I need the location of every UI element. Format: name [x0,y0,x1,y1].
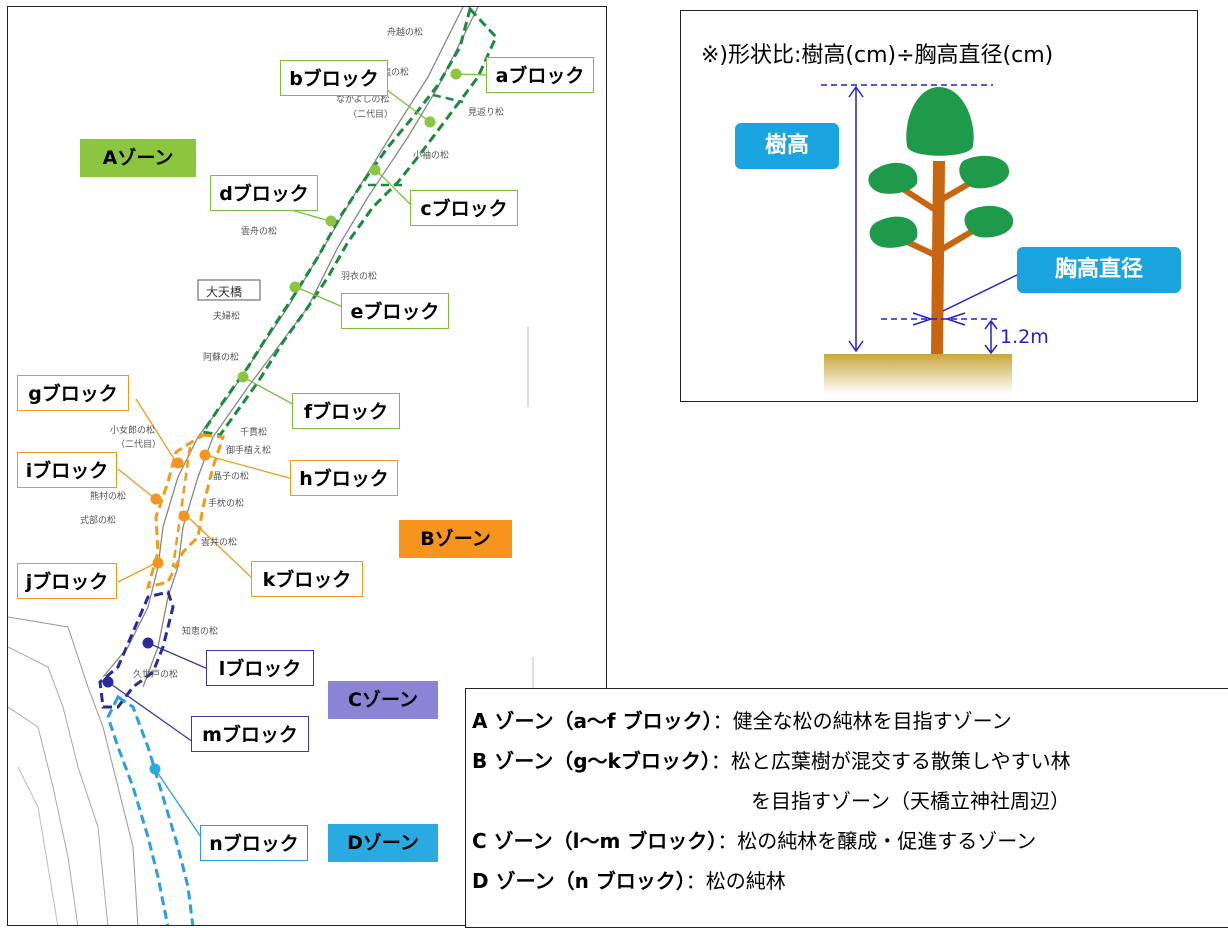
place-shikibu: 式部の松 [80,516,117,526]
legend-b-head: B ゾーン（g～kブロック） [472,749,711,773]
block-tag-f: fブロック [292,393,400,429]
tree-height-label: 樹高 [735,123,839,169]
legend-c-text: ：松の純林を醸成・促進するゾーン [717,829,1037,853]
place-oteue: 御手植え松 [226,446,272,456]
breast-height-value: 1.2m [1000,326,1049,348]
legend-b-text: ：松と広葉樹が混交する散策しやすい林 [710,749,1071,773]
place-kuse: 久世戸の松 [133,670,179,680]
place-kosode: 小袖の松 [413,151,450,161]
foliage-2 [959,155,1010,189]
place-nakayoshi: なかよしの松 [336,95,390,105]
zone-legend: A ゾーン（a～f ブロック）：健全な松の純林を目指すゾーン B ゾーン（g～k… [465,688,1228,928]
place-kojoro2: （二代目） [116,440,162,450]
legend-c-head: C ゾーン（l～m ブロック） [472,829,718,853]
block-tag-l: lブロック [206,650,314,686]
block-tag-j: jブロック [17,563,117,599]
place-kumoi: 雲井の松 [201,538,238,548]
map-panel: 舟越の松 双龍の松 なかよしの松 （二代目） 見返り松 小袖の松 雲舟の松 羽衣… [7,6,607,926]
zone-c-outline [98,590,175,709]
ground [824,354,1012,394]
block-tag-g: gブロック [17,375,129,411]
place-kumura: 熊村の松 [90,492,127,502]
block-tag-k: kブロック [251,561,363,597]
height-arrow-top [848,85,864,98]
tree-illustration [821,84,1022,394]
legend-line-c: C ゾーン（l～m ブロック）：松の純林を醸成・促進するゾーン [472,825,1036,854]
place-tamakura: 手枕の松 [208,499,245,509]
zone-b-divider [171,446,192,568]
coastline-west [102,7,464,678]
leader-lines [107,73,487,844]
place-chitose: 千貫松 [240,428,268,438]
foliage-1 [868,162,918,194]
dbh-arrow-left [912,312,934,326]
block-tag-a: aブロック [486,57,594,93]
block-tag-c: cブロック [410,190,518,226]
block-tag-i: iブロック [17,452,117,488]
place-meoto: 夫婦松 [213,312,241,322]
daitenkyo-box [197,279,261,301]
foliage-3 [869,216,918,248]
place-souryu: 双龍の松 [373,68,410,78]
block-tag-m: mブロック [191,716,309,752]
place-aso: 阿蘇の松 [203,353,240,363]
legend-a-text: ：健全な松の純林を目指すゾーン [712,709,1012,733]
place-chie: 知恵の松 [182,627,219,637]
block-tag-n: nブロック [200,825,308,861]
place-akiko: 晶子の松 [213,472,250,482]
zone-label-a: Aゾーン [80,139,196,177]
height-arrow-bottom [848,340,864,353]
legend-a-head: A ゾーン（a～f ブロック） [472,709,713,733]
legend-line-a: A ゾーン（a～f ブロック）：健全な松の純林を目指すゾーン [472,705,1012,734]
tree-diagram-panel: ※)形状比:樹高(cm)÷胸高直径(cm) 樹高 [680,10,1198,402]
place-kojoro: 小女郎の松 [110,426,156,436]
zone-label-d: Dゾーン [328,824,438,862]
place-kumofune: 雲舟の松 [241,227,278,237]
bh-arrow-bottom [984,344,998,355]
dbh-arrow-right [944,312,966,326]
contour-3 [17,766,59,925]
zone-a-divider-1 [432,93,464,104]
place-mikaeri: 見返り松 [468,108,505,118]
coastline-east [142,7,479,688]
bh-arrow-top [984,319,998,330]
place-nidaime: （二代目） [348,110,394,120]
zone-d-outline [106,694,195,925]
legend-line-d: D ゾーン（n ブロック）：松の純林 [472,865,786,894]
foliage-top [906,87,974,156]
dbh-label: 胸高直径 [1017,247,1181,293]
block-dots [102,68,462,775]
dbh-pointer [942,272,1022,312]
legend-b2-text: を目指すゾーン（天橋立神社周辺） [751,789,1070,813]
zone-a-outline [200,7,498,437]
sandbar-map [8,7,534,925]
block-tag-b: bブロック [280,60,388,96]
block-tag-e: eブロック [341,293,449,329]
place-funakoshi: 舟越の松 [387,28,424,38]
legend-d-head: D ゾーン（n ブロック） [472,869,686,893]
coast-south [8,616,139,925]
block-tag-h: hブロック [290,460,398,496]
legend-line-b2: を目指すゾーン（天橋立神社周辺） [751,785,1070,814]
branch-1 [901,186,939,214]
trunk [931,160,945,355]
contour-2 [8,706,79,925]
legend-line-b: B ゾーン（g～kブロック）：松と広葉樹が混交する散策しやすい林 [472,745,1071,774]
place-hagoromo: 羽衣の松 [341,272,378,282]
foliage-4 [964,205,1014,238]
zone-label-c: Cゾーン [328,681,438,719]
diagram-title: ※)形状比:樹高(cm)÷胸高直径(cm) [701,43,1054,68]
block-tag-d: dブロック [210,175,318,211]
place-daitenkyo: 大天橋 [206,285,243,299]
legend-d-text: ：松の純林 [685,869,786,893]
contour-1 [8,646,109,925]
zone-label-b: Bゾーン [399,520,512,558]
